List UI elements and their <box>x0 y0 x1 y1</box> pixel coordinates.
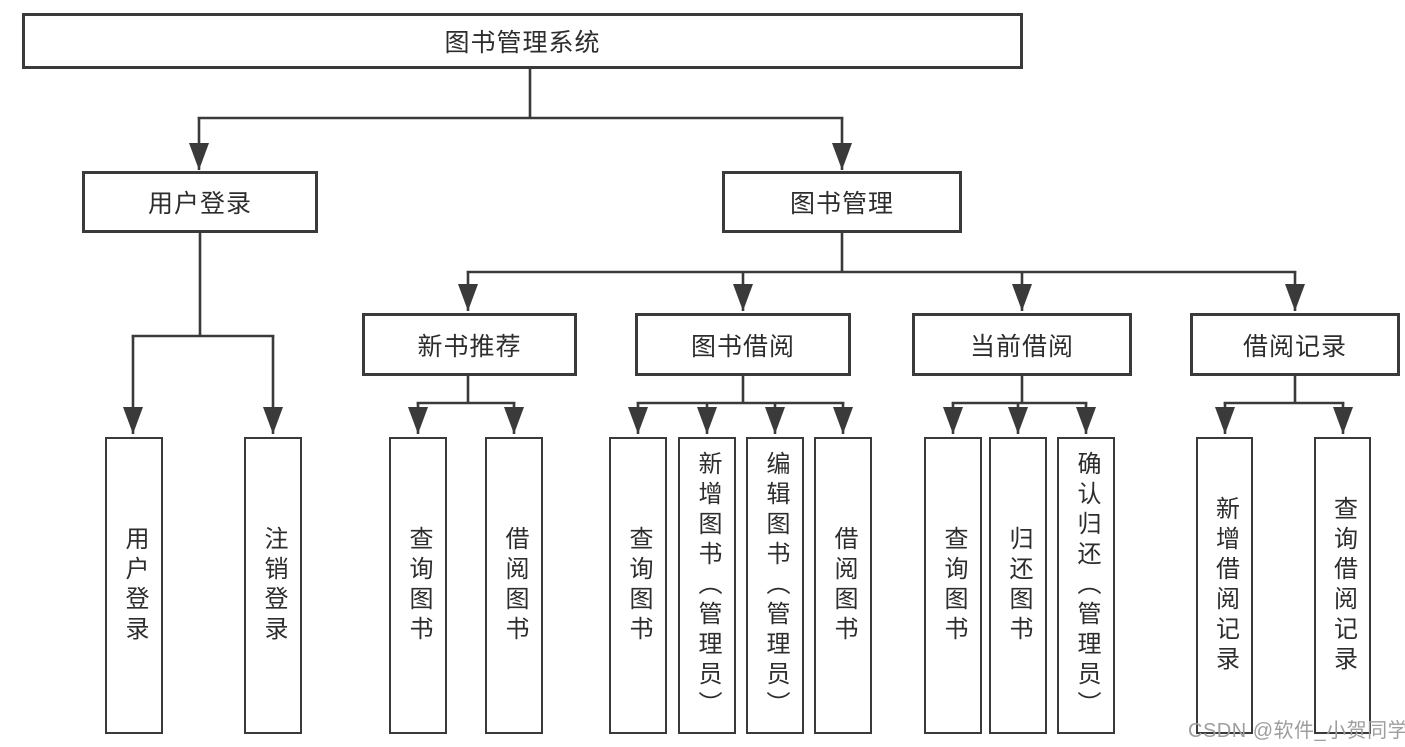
node-book-management: 图书管理 <box>722 171 962 233</box>
node-label: 新增借阅记录 <box>1211 495 1239 676</box>
leaf-records-add-record: 新增借阅记录 <box>1196 437 1253 734</box>
node-borrow-records: 借阅记录 <box>1190 313 1400 376</box>
node-user-login: 用户登录 <box>82 171 318 233</box>
node-label: 查询借阅记录 <box>1329 495 1357 676</box>
node-label: 新增图书（管理员） <box>694 450 721 721</box>
leaf-newbook-query-books: 查询图书 <box>389 437 447 734</box>
leaf-borrow-edit-books: 编辑图书（管理员） <box>746 437 804 734</box>
node-label: 确认归还（管理员） <box>1073 450 1100 721</box>
node-label: 图书管理系统 <box>444 29 601 57</box>
node-label: 新书推荐 <box>417 332 522 361</box>
leaf-user-login: 用户登录 <box>105 437 163 734</box>
leaf-current-return-books: 归还图书 <box>989 437 1047 734</box>
node-label: 查询图书 <box>940 525 967 646</box>
node-label: 图书借阅 <box>690 332 795 361</box>
node-label: 归还图书 <box>1005 525 1032 646</box>
node-new-book-recommend: 新书推荐 <box>362 313 577 376</box>
leaf-newbook-borrow-books: 借阅图书 <box>485 437 543 734</box>
node-label: 查询图书 <box>625 525 652 646</box>
leaf-borrow-add-books: 新增图书（管理员） <box>678 437 736 734</box>
node-label: 借阅图书 <box>830 525 857 646</box>
leaf-records-query-record: 查询借阅记录 <box>1314 437 1371 734</box>
node-book-borrow: 图书借阅 <box>635 313 851 376</box>
leaf-current-confirm-return: 确认归还（管理员） <box>1057 437 1115 734</box>
node-label: 借阅图书 <box>501 525 528 646</box>
csdn-watermark: CSDN @软件_小贺同学 <box>1188 720 1405 742</box>
node-label: 用户登录 <box>147 190 252 218</box>
leaf-borrow-borrow-books: 借阅图书 <box>814 437 872 734</box>
node-label: 编辑图书（管理员） <box>762 450 789 721</box>
leaf-current-query-books: 查询图书 <box>924 437 982 734</box>
node-current-borrow: 当前借阅 <box>912 313 1132 376</box>
node-label: 借阅记录 <box>1242 332 1347 361</box>
node-label: 图书管理 <box>789 190 894 218</box>
node-library-system: 图书管理系统 <box>22 13 1023 69</box>
node-label: 当前借阅 <box>969 332 1074 361</box>
leaf-borrow-query-books: 查询图书 <box>609 437 667 734</box>
leaf-logout: 注销登录 <box>244 437 302 734</box>
node-label: 查询图书 <box>405 525 432 646</box>
node-label: 用户登录 <box>121 525 148 646</box>
node-label: 注销登录 <box>260 525 287 646</box>
